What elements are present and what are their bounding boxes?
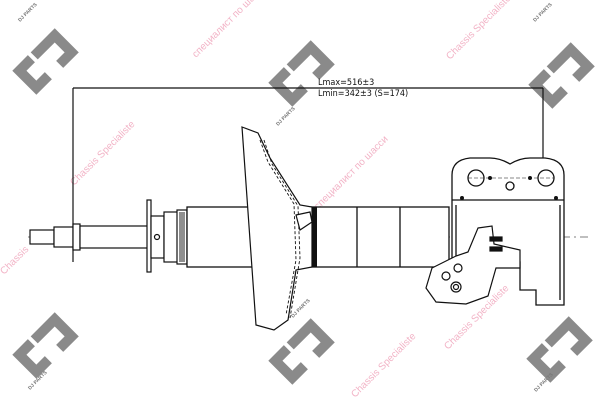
logo-label: DJ PARTS xyxy=(17,1,39,23)
watermark-text: специалист по шасси xyxy=(312,134,390,212)
dimension-max-label: Lmax=516±3 xyxy=(318,78,374,88)
logo-label: DJ PARTS xyxy=(290,297,312,319)
shock-body xyxy=(186,206,450,268)
dj-parts-logo-top-left xyxy=(12,28,79,95)
dj-parts-logo-bottom-center xyxy=(268,318,335,385)
watermark-text: специалист по шасси xyxy=(190,0,268,60)
piston-rod xyxy=(29,199,179,273)
logo-label: DJ PARTS xyxy=(532,1,554,23)
dimension-min-label: Lmin=342±3 (S=174) xyxy=(318,89,408,99)
dust-boot-band xyxy=(176,209,188,265)
watermark-text: Chassis Specialiste xyxy=(444,0,513,62)
logo-label: DJ PARTS xyxy=(275,105,297,127)
dj-parts-logo-bottom-left xyxy=(12,312,79,379)
brake-hose-bracket xyxy=(425,225,521,305)
watermark-text: Chassis Specialiste xyxy=(349,331,418,400)
spring-seat xyxy=(241,126,313,331)
seat-ring xyxy=(312,207,317,267)
dj-parts-logo-bottom-right xyxy=(526,316,593,383)
dj-parts-logo-top-right xyxy=(528,42,595,109)
watermark-text: Chassis Specialiste xyxy=(68,119,137,188)
watermark-text: Chassis xyxy=(0,244,31,277)
